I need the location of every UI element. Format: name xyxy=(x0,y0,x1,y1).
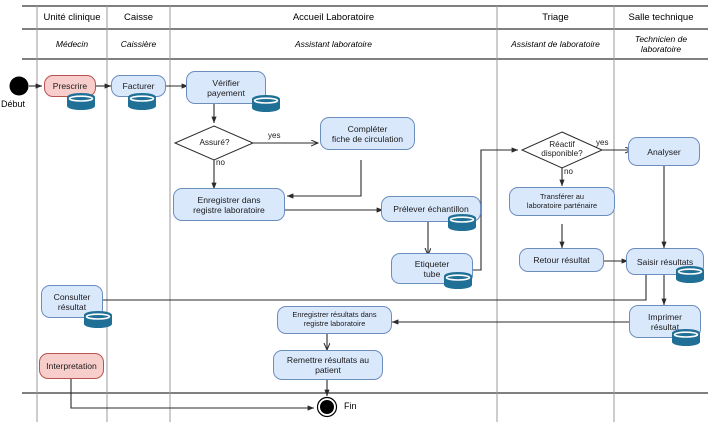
edge-etiqueter-reactif xyxy=(473,147,519,271)
lane-title-salle-technique: Salle technique xyxy=(628,12,694,23)
datastore-icon-prescrire xyxy=(67,93,95,110)
decision-assure xyxy=(173,125,255,161)
datastore-icon-verifier-payement xyxy=(252,95,280,112)
edge-label-reactif-yes: yes xyxy=(596,138,609,147)
node-completer-fiche[interactable]: Compléter fiche de circulation xyxy=(320,117,415,150)
datastore-icon-etiqueter-tube xyxy=(444,272,472,289)
node-enregistrer-registre[interactable]: Enregistrer dans registre laboratoire xyxy=(173,188,285,221)
start-node xyxy=(9,76,29,96)
node-interpretation[interactable]: Interpretation xyxy=(39,353,104,379)
edges xyxy=(29,83,667,411)
start-node-label: Début xyxy=(1,99,26,109)
swimlane-grid xyxy=(22,5,708,422)
node-transferer-laboratoire-partenaire[interactable]: Transférer au laboratoire parténaire xyxy=(509,187,615,216)
lane-role-assistant-de-laboratoire: Assistant de laboratoire xyxy=(511,39,600,49)
node-prescrire[interactable]: Prescrire xyxy=(44,75,96,97)
lane-title-triage: Triage xyxy=(542,12,569,23)
lane-role-assistant-laboratoire: Assistant laboratoire xyxy=(294,39,372,49)
lane-role-caissiere: Caissière xyxy=(120,39,157,49)
edge-saisir-consulter xyxy=(83,275,647,303)
lane-role-medecin: Médecin xyxy=(55,39,89,49)
edge-label-reactif-no: no xyxy=(564,167,573,176)
lane-role-technicien-de-laboratoire: Technicien de laboratoire xyxy=(634,34,688,54)
edge-label-assure-no: no xyxy=(216,158,225,167)
node-consulter-resultat[interactable]: Consulter résultat xyxy=(41,285,103,318)
node-analyser[interactable]: Analyser xyxy=(628,137,700,166)
node-enregistrer-resultats-registre[interactable]: Enregistrer résultats dans registre labo… xyxy=(277,306,392,334)
datastore-icon-saisir-resultats xyxy=(676,266,704,283)
datastore-icon-facturer xyxy=(128,93,156,110)
edge-interpretation-fin xyxy=(70,379,315,411)
node-remettre-resultats-patient[interactable]: Remettre résultats au patient xyxy=(273,350,383,380)
edge-completer-enregistrer xyxy=(286,160,362,199)
lane-title-unite-clinique: Unité clinique xyxy=(43,12,101,23)
lane-title-accueil-laboratoire: Accueil Laboratoire xyxy=(292,12,375,23)
datastore-icon-consulter-resultat xyxy=(84,311,112,328)
datastore-icon-prelever-echantillon xyxy=(448,214,476,231)
end-node-label: Fin xyxy=(344,401,357,411)
end-node xyxy=(320,400,334,414)
node-retour-resultat[interactable]: Retour résultat xyxy=(519,248,604,272)
lane-title-caisse: Caisse xyxy=(123,12,154,23)
decision-reactif xyxy=(520,131,604,169)
edge-label-assure-yes: yes xyxy=(268,131,281,140)
datastore-icon-imprimer-resultat xyxy=(672,329,700,346)
